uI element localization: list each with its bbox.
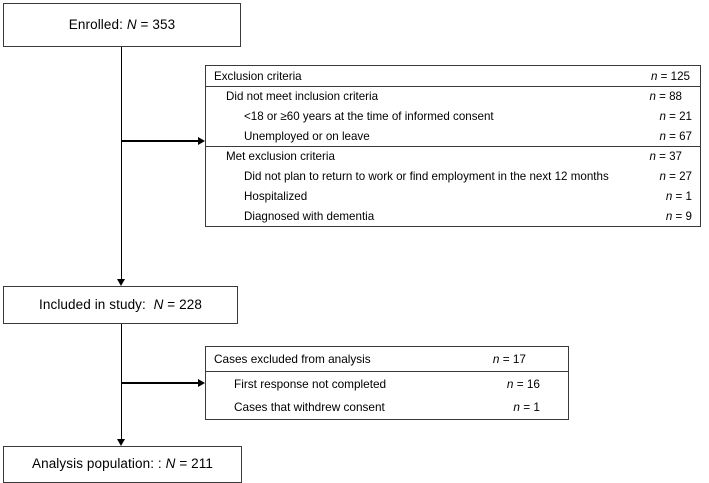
row-count-value: = 37 bbox=[655, 150, 682, 163]
row-count-symbol: n bbox=[659, 109, 666, 123]
box-analysis-label: Analysis population: : N = 211 bbox=[32, 456, 213, 472]
box-enrolled-value: = 353 bbox=[136, 16, 176, 32]
box-included-label: Included in study: N = 228 bbox=[39, 297, 202, 313]
row-text: Did not meet inclusion criteria bbox=[226, 90, 379, 103]
box-included-in-study: Included in study: N = 228 bbox=[3, 286, 238, 324]
row-count-symbol: n bbox=[513, 400, 520, 414]
row-count-symbol: n bbox=[659, 129, 666, 143]
row-count-symbol: n bbox=[506, 376, 514, 391]
box-enrolled-symbol: N bbox=[126, 16, 137, 32]
table-row: Hospitalized n = 1 bbox=[206, 186, 700, 206]
table-row: Did not plan to return to work or find e… bbox=[206, 166, 700, 186]
row-count-value: = 125 bbox=[657, 69, 690, 83]
row-count: n = 9 bbox=[666, 210, 700, 223]
row-count-value: = 17 bbox=[499, 352, 526, 366]
table-row: Did not meet inclusion criteria n = 88 bbox=[206, 86, 700, 106]
arrowhead-down-icon bbox=[116, 439, 125, 446]
row-count-symbol: n bbox=[665, 209, 673, 223]
row-text: Diagnosed with dementia bbox=[244, 209, 375, 223]
row-count-symbol: n bbox=[649, 150, 656, 163]
row-count-value: = 27 bbox=[665, 169, 692, 183]
row-text: Met exclusion criteria bbox=[226, 150, 335, 163]
row-count: n = 21 bbox=[659, 110, 700, 123]
row-text: First response not completed bbox=[234, 376, 387, 391]
row-count: n = 37 bbox=[649, 150, 700, 163]
row-count-value: = 1 bbox=[672, 189, 692, 203]
row-count: n = 88 bbox=[649, 90, 700, 103]
row-count-value: = 21 bbox=[665, 109, 692, 123]
table-row: Cases excluded from analysis n = 17 bbox=[206, 347, 568, 371]
row-count: n = 1 bbox=[513, 400, 568, 414]
table-row: First response not completed n = 16 bbox=[206, 371, 568, 395]
connector-to-exclusion-table bbox=[121, 140, 199, 142]
box-included-symbol: N bbox=[153, 296, 164, 312]
row-text: Cases that withdrew consent bbox=[234, 400, 385, 414]
row-count-symbol: n bbox=[492, 352, 500, 366]
arrowhead-down-icon bbox=[116, 279, 125, 286]
row-count: n = 67 bbox=[659, 130, 700, 143]
row-count-symbol: n bbox=[650, 69, 658, 83]
row-text: Unemployed or on leave bbox=[244, 129, 370, 143]
row-count-value: = 1 bbox=[519, 400, 540, 414]
table-row: Exclusion criteria n = 125 bbox=[206, 66, 700, 86]
arrowhead-right-icon bbox=[198, 136, 205, 145]
row-text: Did not plan to return to work or find e… bbox=[244, 169, 609, 183]
row-count: n = 125 bbox=[651, 70, 700, 83]
box-analysis-value: = 211 bbox=[175, 456, 213, 472]
row-count: n = 17 bbox=[493, 352, 568, 366]
row-count-value: = 67 bbox=[665, 129, 692, 143]
table-row: <18 or ≥60 years at the time of informed… bbox=[206, 106, 700, 126]
box-included-prefix: Included in study: bbox=[39, 296, 154, 312]
box-enrolled: Enrolled: N = 353 bbox=[3, 3, 241, 47]
row-count-symbol: n bbox=[649, 90, 656, 103]
row-count-value: = 88 bbox=[655, 90, 682, 103]
row-text: Cases excluded from analysis bbox=[214, 352, 371, 366]
row-count-value: = 16 bbox=[513, 376, 540, 391]
box-included-value: = 228 bbox=[163, 296, 202, 312]
row-text: <18 or ≥60 years at the time of informed… bbox=[244, 109, 494, 123]
box-analysis-prefix: Analysis population: : bbox=[31, 456, 166, 472]
row-count: n = 27 bbox=[659, 170, 700, 183]
table-row: Met exclusion criteria n = 37 bbox=[206, 146, 700, 166]
table-exclusion-criteria: Exclusion criteria n = 125 Did not meet … bbox=[205, 65, 701, 227]
row-count: n = 16 bbox=[507, 377, 568, 391]
connector-to-analysis-excluded-table bbox=[121, 382, 199, 384]
table-row: Cases that withdrew consent n = 1 bbox=[206, 395, 568, 419]
row-count: n = 1 bbox=[666, 190, 700, 203]
row-text: Hospitalized bbox=[244, 189, 308, 203]
table-row: Unemployed or on leave n = 67 bbox=[206, 126, 700, 146]
row-count-symbol: n bbox=[659, 169, 666, 183]
box-analysis-symbol: N bbox=[165, 456, 176, 472]
row-count-value: = 9 bbox=[672, 209, 692, 223]
box-enrolled-prefix: Enrolled: bbox=[68, 16, 127, 32]
box-enrolled-label: Enrolled: N = 353 bbox=[69, 17, 175, 33]
row-count-symbol: n bbox=[665, 189, 673, 203]
box-analysis-population: Analysis population: : N = 211 bbox=[3, 446, 242, 483]
row-text: Exclusion criteria bbox=[214, 69, 302, 83]
arrowhead-right-icon bbox=[198, 378, 205, 387]
connector-enrolled-to-included bbox=[120, 47, 123, 280]
table-row: Diagnosed with dementia n = 9 bbox=[206, 206, 700, 226]
table-cases-excluded-from-analysis: Cases excluded from analysis n = 17 Firs… bbox=[205, 346, 569, 420]
